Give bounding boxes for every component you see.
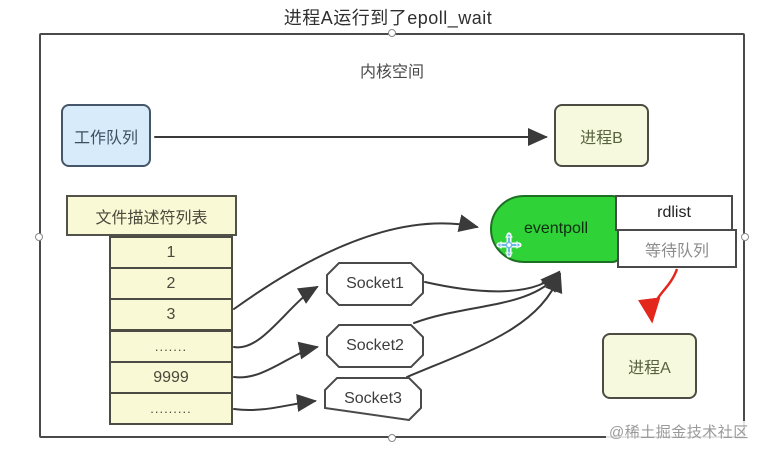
arrow-socket1-to-eventpoll[interactable]	[424, 270, 561, 293]
octagon-shape	[324, 377, 422, 422]
fd-row-ellipsis-2[interactable]: .........	[109, 392, 233, 425]
process-a-label: 进程A	[628, 360, 671, 377]
work-queue-label: 工作队列	[73, 129, 138, 147]
socket3-label: Socket3	[344, 390, 402, 407]
arrow-fddots-to-socket1[interactable]	[233, 285, 319, 349]
watermark: @稀土掘金技术社区	[606, 421, 752, 442]
arrow-fd9999-to-socket2[interactable]	[233, 341, 319, 379]
octagon-shape	[326, 324, 424, 368]
socket2-node[interactable]: Socket2	[326, 324, 424, 368]
socket1-node[interactable]: Socket1	[326, 262, 424, 306]
socket3-node[interactable]: Socket3	[324, 377, 422, 422]
fd-row-2[interactable]: 2	[109, 267, 233, 300]
fd-row-2-label: 2	[166, 274, 176, 292]
arrow-socket2-to-eventpoll[interactable]	[413, 271, 561, 324]
fd-row-ellipsis-label: .......	[154, 339, 188, 354]
resize-handle-left[interactable]	[35, 233, 43, 241]
fd-row-9999-label: 9999	[153, 368, 189, 386]
fd-row-9999[interactable]: 9999	[109, 361, 233, 394]
wait-queue-node[interactable]: 等待队列	[617, 229, 737, 268]
socket2-label: Socket2	[346, 337, 404, 354]
process-a-node[interactable]: 进程A	[602, 333, 697, 399]
octagon-shape	[326, 262, 424, 306]
kernel-space-label: 内核空间	[359, 64, 424, 81]
resize-handle-top[interactable]	[388, 29, 396, 37]
arrow-waitqueue-to-processa[interactable]	[638, 268, 679, 324]
diagram-title: 进程A运行到了epoll_wait	[283, 8, 493, 28]
fd-row-3[interactable]: 3	[109, 298, 233, 331]
fd-row-3-label: 3	[166, 305, 176, 323]
arrow-socket3-to-eventpoll[interactable]	[406, 272, 563, 378]
socket1-label: Socket1	[346, 275, 404, 292]
rdlist-label: rdlist	[657, 204, 691, 221]
arrow-fddots2-to-socket3[interactable]	[233, 394, 317, 412]
fd-row-1[interactable]: 1	[109, 236, 233, 269]
resize-handle-right[interactable]	[741, 233, 749, 241]
fd-table-header[interactable]: 文件描述符列表	[66, 195, 237, 236]
fd-row-1-label: 1	[166, 243, 176, 261]
arrow-fd3-to-eventpoll[interactable]	[233, 214, 479, 310]
work-queue-node[interactable]: 工作队列	[61, 104, 151, 167]
process-b-node[interactable]: 进程B	[554, 104, 649, 167]
move-cursor-icon	[496, 232, 522, 258]
fd-row-ellipsis-2-label: .........	[150, 401, 192, 416]
fd-table-header-label: 文件描述符列表	[95, 209, 208, 227]
process-b-label: 进程B	[580, 129, 623, 147]
resize-handle-bottom[interactable]	[388, 434, 396, 442]
fd-row-ellipsis[interactable]: .......	[109, 330, 233, 363]
wait-queue-label: 等待队列	[644, 242, 709, 260]
eventpoll-label: eventpoll	[523, 220, 589, 237]
rdlist-node[interactable]: rdlist	[615, 195, 733, 231]
